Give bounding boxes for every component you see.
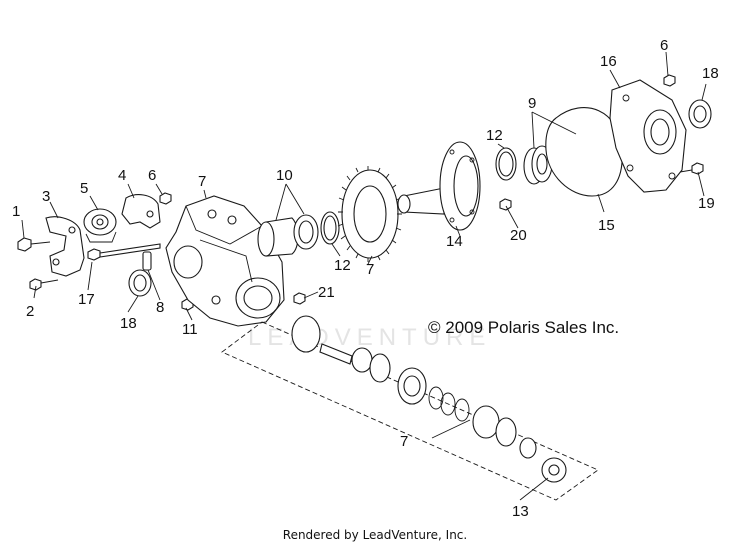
shim-12-left: [320, 211, 340, 245]
bracket-3: [45, 216, 85, 277]
callout-21: 21: [318, 284, 335, 301]
callout-17: 17: [78, 291, 95, 308]
callout-7-housing: 7: [198, 173, 206, 190]
callout-12-right: 12: [486, 127, 503, 144]
bolt-6-right: [663, 74, 676, 87]
callout-4: 4: [118, 167, 126, 184]
main-housing-7: [165, 195, 285, 327]
callout-7-shaft: 7: [400, 433, 408, 450]
gasket-15: [545, 107, 623, 197]
differential-carrier-14: [397, 141, 481, 231]
callout-5: 5: [80, 180, 88, 197]
callout-13: 13: [512, 503, 529, 520]
shim-12-right: [495, 147, 517, 181]
callout-14: 14: [446, 233, 463, 250]
callout-10: 10: [276, 167, 293, 184]
callout-3: 3: [42, 188, 50, 205]
callout-12-left: 12: [334, 257, 351, 274]
copyright-notice: © 2009 Polaris Sales Inc.: [428, 318, 620, 337]
callout-19: 19: [698, 195, 715, 212]
callout-6-right: 6: [660, 37, 668, 54]
callout-15: 15: [598, 217, 615, 234]
callout-20: 20: [510, 227, 527, 244]
plug-21: [293, 292, 306, 305]
leader-lines: [21, 51, 707, 501]
bearing-10: [257, 214, 319, 257]
bolt-2: [29, 278, 59, 291]
bolt-19: [679, 162, 704, 175]
ring-gear: [337, 166, 402, 262]
callout-8: 8: [156, 299, 164, 316]
seal-18-right: [688, 99, 712, 129]
bolt-20: [499, 198, 512, 211]
bolt-1: [17, 237, 51, 252]
stud-17: [87, 243, 161, 261]
callout-16: 16: [600, 53, 617, 70]
callout-9: 9: [528, 95, 536, 112]
bolt-6-left: [159, 192, 172, 205]
pinion-shaft-stack: [221, 315, 599, 501]
callout-6-left: 6: [148, 167, 156, 184]
footer-credit: Rendered by LeadVenture, Inc.: [282, 528, 468, 542]
callout-18-left: 18: [120, 315, 137, 332]
pinion-bearing-cap-5: [83, 208, 117, 243]
vent-8: [142, 251, 152, 271]
seal-18-left: [128, 269, 152, 297]
callout-11: 11: [182, 321, 198, 338]
bracket-4: [121, 194, 161, 229]
callout-7-gear: 7: [366, 261, 374, 278]
callout-18-right: 18: [702, 65, 719, 82]
callout-1: 1: [12, 203, 20, 220]
leadventure-watermark: LEADVENTURE: [248, 324, 492, 351]
callout-2: 2: [26, 303, 34, 320]
callout-labels: 1 2 3 4 5 6 7 8 9 10 11 12 12 13 14 15 1…: [12, 37, 719, 520]
housing-cover-16: [609, 79, 687, 193]
